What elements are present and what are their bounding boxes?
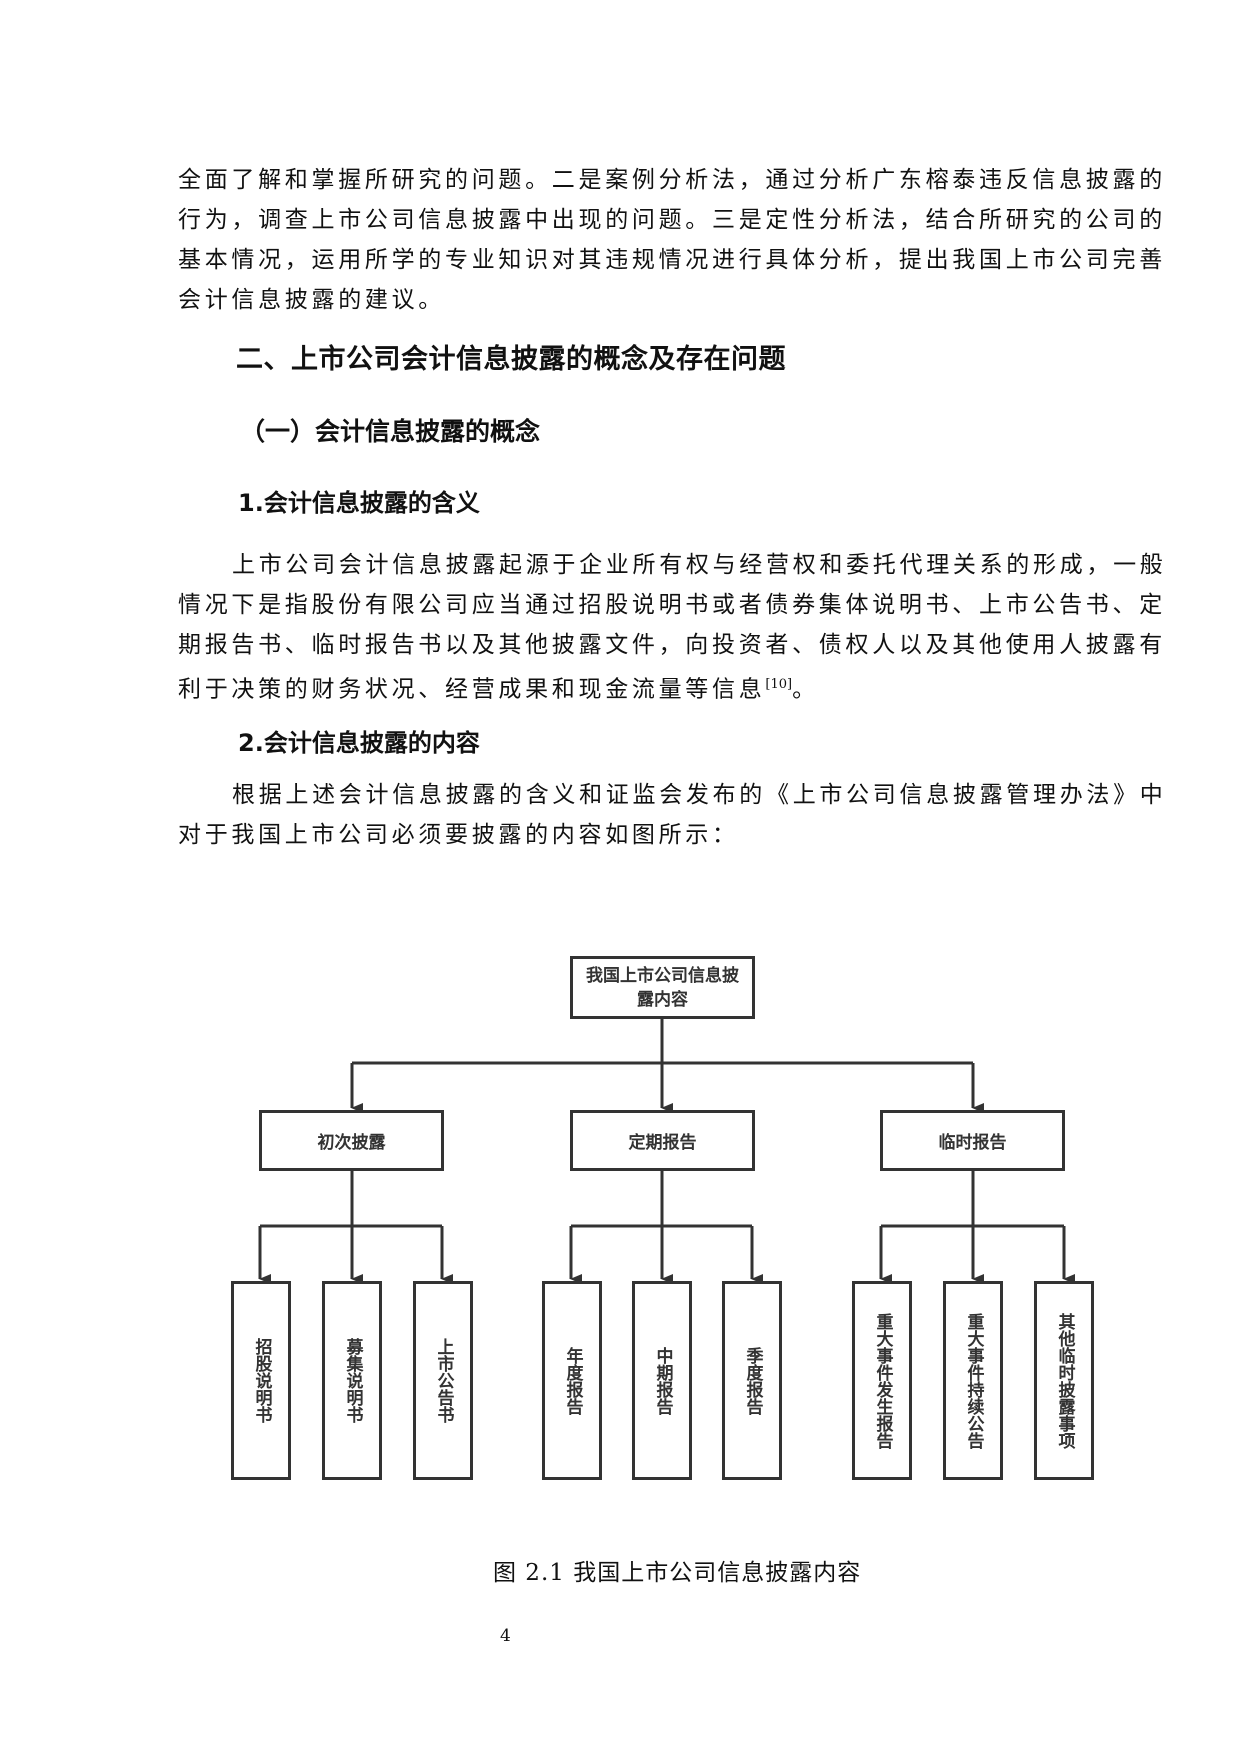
diagram-leaf: 募集说明书 [322, 1281, 382, 1480]
page-number: 4 [500, 1626, 511, 1646]
body-text-line: 根据上述会计信息披露的含义和证监会发布的《上市公司信息披露管理办法》中 [232, 782, 1167, 808]
subsection-heading: （一）会计信息披露的概念 [240, 417, 541, 446]
diagram-leaf: 季度报告 [722, 1281, 782, 1480]
citation-ref[interactable]: [10] [765, 677, 793, 692]
body-text: 。 [792, 676, 819, 703]
diagram-leaf: 上市公告书 [413, 1281, 473, 1480]
diagram-leaf: 重大事件发生报告 [852, 1281, 912, 1480]
diagram-branch-initial-disclosure: 初次披露 [259, 1110, 444, 1171]
diagram-leaf: 年度报告 [542, 1281, 602, 1480]
body-text-line: 期报告书、临时报告书以及其他披露文件，向投资者、债权人以及其他使用人披露有 [178, 632, 1166, 658]
diagram-branch-periodic-report: 定期报告 [570, 1110, 755, 1171]
figure-caption: 图 2.1 我国上市公司信息披露内容 [493, 1560, 862, 1586]
diagram-leaf: 中期报告 [632, 1281, 692, 1480]
body-text-line: 基本情况，运用所学的专业知识对其违规情况进行具体分析，提出我国上市公司完善 [178, 247, 1166, 273]
body-text-line: 行为，调查上市公司信息披露中出现的问题。三是定性分析法，结合所研究的公司的 [178, 207, 1166, 233]
item1-heading: 1.会计信息披露的含义 [238, 489, 480, 517]
diagram-branch-interim-report: 临时报告 [880, 1110, 1065, 1171]
diagram-root-box: 我国上市公司信息披露内容 [570, 956, 755, 1019]
body-text-line: 对于我国上市公司必须要披露的内容如图所示： [178, 822, 739, 848]
diagram-leaf: 其他临时披露事项 [1034, 1281, 1094, 1480]
item2-heading: 2.会计信息披露的内容 [238, 729, 480, 757]
body-text-line: 上市公司会计信息披露起源于企业所有权与经营权和委托代理关系的形成，一般 [232, 552, 1167, 578]
body-text-line: 情况下是指股份有限公司应当通过招股说明书或者债券集体说明书、上市公告书、定 [178, 592, 1166, 618]
body-text-line: 会计信息披露的建议。 [178, 287, 445, 313]
body-text-line: 全面了解和掌握所研究的问题。二是案例分析法，通过分析广东榕泰违反信息披露的 [178, 167, 1166, 193]
body-text: 利于决策的财务状况、经营成果和现金流量等信息 [178, 676, 766, 703]
section-heading: 二、上市公司会计信息披露的概念及存在问题 [236, 344, 786, 375]
diagram-leaf: 重大事件持续公告 [943, 1281, 1003, 1480]
diagram-leaf: 招股说明书 [231, 1281, 291, 1480]
body-text-line-with-citation: 利于决策的财务状况、经营成果和现金流量等信息[10]。 [178, 665, 1120, 710]
